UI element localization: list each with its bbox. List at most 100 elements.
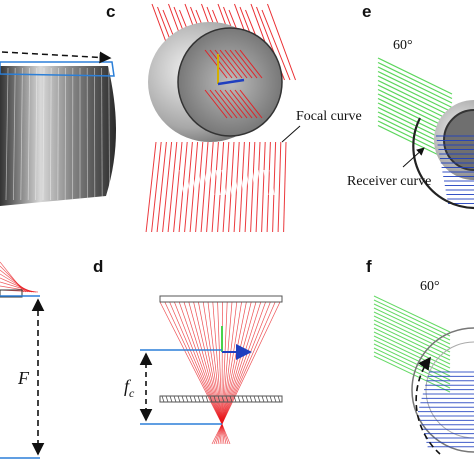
angle-label-f: 60°	[420, 279, 440, 294]
ray-red	[217, 301, 223, 425]
ray-gap	[215, 169, 221, 196]
ray-green	[373, 311, 451, 349]
ray-gap	[239, 169, 245, 196]
ray-red	[221, 301, 233, 425]
ray-gap	[245, 169, 251, 196]
panel-f: f 60°	[366, 257, 474, 455]
ray-red	[221, 301, 257, 425]
ray-gap	[233, 169, 239, 196]
ray-red	[239, 89, 263, 119]
lens-tooth	[185, 395, 189, 403]
ray-red	[178, 301, 223, 425]
cylinder-stripe	[35, 67, 38, 201]
lens-tooth	[181, 395, 185, 403]
lens-tooth	[257, 395, 261, 403]
ray-green	[373, 355, 451, 393]
ray-green	[377, 84, 453, 122]
ray-red	[162, 141, 173, 233]
cylinder-stripe	[27, 67, 30, 201]
lens-tooth	[161, 395, 165, 403]
ray-red	[195, 141, 204, 233]
ray-red	[261, 9, 291, 81]
panel-e: e 60° Receiver curve	[347, 2, 474, 210]
cylinder-stripe	[20, 67, 23, 201]
ray-red	[200, 141, 209, 233]
ray-green	[373, 319, 451, 357]
angle-label-e: 60°	[393, 38, 413, 53]
focal-curve-pointer	[281, 125, 301, 143]
lens-bar	[0, 289, 23, 298]
ray-red	[221, 301, 266, 425]
ray-red	[0, 281, 35, 293]
ray-red	[209, 49, 233, 79]
lens-tooth	[193, 395, 197, 403]
ray-red	[207, 301, 223, 425]
lens-tooth	[177, 395, 181, 403]
panel-a-top	[0, 51, 116, 206]
ray-red	[219, 49, 243, 79]
ray-red	[219, 89, 243, 119]
ray-green	[377, 61, 453, 100]
ray-gap	[269, 169, 275, 196]
cylinder-stripe	[13, 67, 16, 201]
panel-c-rays-bottom	[145, 141, 287, 233]
ray-gap	[185, 169, 191, 196]
ray-red	[255, 141, 261, 233]
ray-gap	[203, 169, 209, 196]
panel-c: c Focal curve	[106, 2, 362, 233]
cylinder-stripe	[57, 67, 59, 201]
lens-tooth	[225, 395, 229, 403]
ray-red	[164, 301, 223, 425]
cylinder-stripe	[108, 67, 110, 201]
lens-tooth	[253, 395, 257, 403]
ray-red	[189, 141, 199, 233]
ray-red	[224, 49, 248, 79]
ray-red	[221, 301, 262, 425]
panel-letter-e: e	[362, 2, 371, 21]
ray-red	[221, 301, 247, 425]
distance-label-fc: fc	[124, 376, 135, 400]
panel-d: d fc	[93, 257, 283, 445]
ray-gap	[209, 169, 215, 196]
lens-tooth	[241, 395, 245, 403]
ray-gap	[251, 169, 257, 196]
ray-red	[214, 89, 238, 119]
lens-tooth	[205, 395, 209, 403]
lens-tooth	[165, 395, 169, 403]
ray-green	[377, 79, 453, 118]
ray-red	[211, 141, 219, 233]
axis-x	[217, 78, 245, 86]
aperture-outline	[0, 61, 115, 77]
ray-green	[373, 335, 451, 373]
ray-red	[234, 49, 258, 79]
panel-f-green-rays	[373, 295, 451, 393]
lens-tooth	[213, 395, 217, 403]
ray-red	[209, 89, 233, 119]
ray-red	[222, 141, 230, 233]
ray-red	[261, 141, 266, 233]
panel-letter-f: f	[366, 257, 372, 276]
ray-red	[239, 49, 263, 79]
ray-red	[221, 301, 271, 425]
ray-green	[373, 307, 451, 345]
panel-a-bottom-rays	[0, 261, 39, 293]
panel-c-rays-inner	[204, 49, 263, 119]
lens-tooth	[229, 395, 233, 403]
ray-red	[221, 423, 231, 445]
ray-red	[193, 301, 223, 425]
ray-green	[377, 57, 453, 95]
lens-tooth	[233, 395, 237, 403]
ray-green	[373, 327, 451, 365]
ray-red	[229, 49, 253, 79]
ray-red	[206, 141, 214, 233]
ray-red	[244, 141, 251, 233]
lens-tooth	[169, 395, 173, 403]
ray-red	[0, 285, 37, 293]
lens-tooth	[209, 395, 213, 403]
ray-green	[373, 303, 451, 341]
lower-lens	[159, 395, 283, 403]
lens-tooth	[273, 395, 277, 403]
ray-red	[239, 141, 245, 233]
ray-gap	[263, 169, 269, 196]
focal-curve-label: Focal curve	[296, 109, 362, 124]
